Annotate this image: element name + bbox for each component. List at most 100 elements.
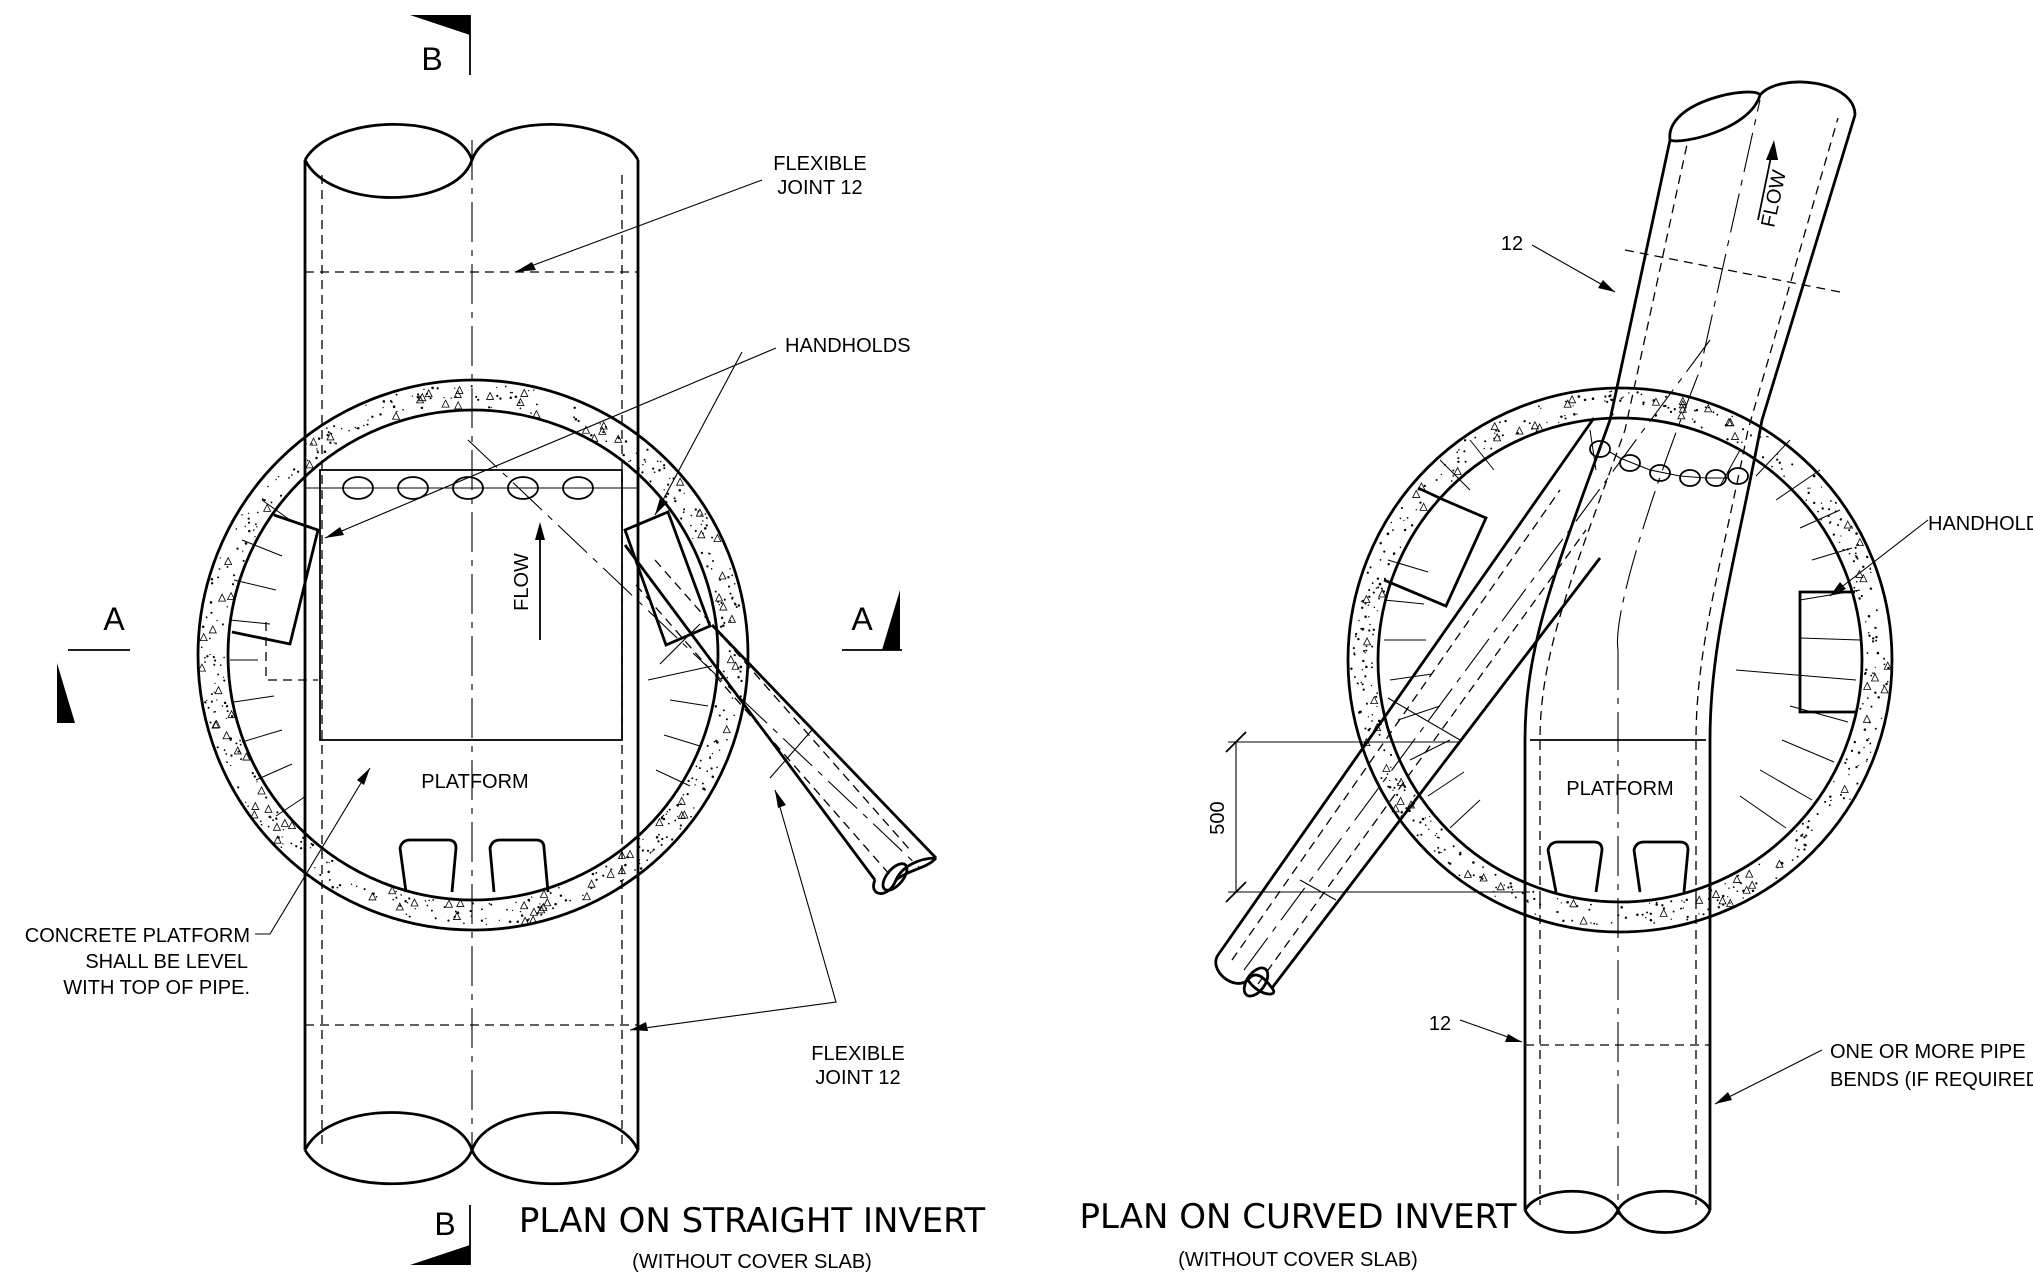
aggregate-dot xyxy=(1794,847,1797,849)
aggregate-dot xyxy=(1649,918,1653,922)
aggregate-dot xyxy=(680,802,682,805)
aggregate-dot xyxy=(1364,675,1367,678)
aggregate-dot xyxy=(235,742,238,745)
aggregate-dot xyxy=(382,406,384,409)
aggregate-dot xyxy=(1775,877,1778,879)
aggregate-dot xyxy=(1415,509,1418,511)
aggregate-dot xyxy=(1368,588,1371,592)
aggregate-dot xyxy=(1423,484,1426,488)
aggregate-dot xyxy=(706,744,709,747)
aggregate-dot xyxy=(1403,789,1406,792)
aggregate-mark xyxy=(441,399,450,408)
aggregate-dot xyxy=(1458,449,1460,451)
aggregate-dot xyxy=(1402,784,1406,787)
aggregate-dot xyxy=(267,485,269,488)
aggregate-dot xyxy=(1868,721,1871,724)
aggregate-dot xyxy=(1642,401,1645,404)
aggregate-dot xyxy=(1728,887,1730,889)
aggregate-mark xyxy=(1378,589,1387,598)
aggregate-dot xyxy=(1695,409,1699,412)
aggregate-dot xyxy=(217,576,220,579)
aggregate-mark xyxy=(1412,489,1421,498)
aggregate-dot xyxy=(729,619,732,622)
aggregate-dot xyxy=(723,621,726,624)
aggregate-dot xyxy=(718,603,721,606)
aggregate-dot xyxy=(573,416,576,419)
aggregate-dot xyxy=(1874,627,1876,629)
aggregate-dot xyxy=(281,836,283,838)
aggregate-mark xyxy=(1419,502,1428,511)
aggregate-dot xyxy=(1776,458,1779,461)
aggregate-dot xyxy=(1852,560,1855,563)
aggregate-dot xyxy=(291,474,293,476)
right-handhold-row xyxy=(1589,440,1749,487)
aggregate-dot xyxy=(1727,896,1729,898)
right-bends-note-line-2: BENDS (IF REQUIRED) xyxy=(1830,1069,2033,1091)
aggregate-dot xyxy=(537,905,540,909)
aggregate-dot xyxy=(206,655,209,658)
aggregate-dot xyxy=(642,463,644,466)
aggregate-dot xyxy=(1360,681,1362,684)
curved-invert-plan: 500 12 FLOW HANDHOLDS PLATFORM 12 ONE OR… xyxy=(1080,80,2033,1271)
aggregate-dot xyxy=(718,714,721,717)
aggregate-dot xyxy=(1533,897,1536,901)
aggregate-dot xyxy=(649,480,652,483)
aggregate-dot xyxy=(244,525,246,528)
aggregate-dot xyxy=(739,695,742,698)
aggregate-mark xyxy=(305,459,314,469)
aggregate-dot xyxy=(247,805,249,807)
aggregate-dot xyxy=(1722,894,1725,898)
aggregate-dot xyxy=(1866,697,1869,699)
aggregate-dot xyxy=(216,699,218,701)
aggregate-dot xyxy=(1834,501,1837,504)
left-flexible-joint-bottom-label-2: JOINT 12 xyxy=(815,1067,900,1089)
aggregate-mark xyxy=(680,810,689,819)
aggregate-dot xyxy=(1800,834,1803,837)
aggregate-dot xyxy=(1428,828,1430,831)
aggregate-dot xyxy=(1534,913,1536,915)
aggregate-dot xyxy=(1560,902,1563,904)
aggregate-dot xyxy=(1741,441,1743,443)
aggregate-dot xyxy=(1848,773,1850,776)
aggregate-dot xyxy=(639,867,643,870)
aggregate-mark xyxy=(250,810,259,819)
aggregate-dot xyxy=(1367,716,1370,718)
aggregate-dot xyxy=(213,663,216,666)
aggregate-dot xyxy=(624,863,627,867)
aggregate-dot xyxy=(514,395,518,399)
aggregate-mark xyxy=(1515,426,1524,435)
aggregate-dot xyxy=(1649,912,1653,916)
aggregate-mark xyxy=(1732,874,1741,883)
aggregate-dot xyxy=(699,759,702,762)
aggregate-dot xyxy=(1501,434,1504,437)
aggregate-dot xyxy=(481,908,483,911)
aggregate-dot xyxy=(1875,635,1878,639)
aggregate-dot xyxy=(1636,913,1639,916)
aggregate-dot xyxy=(316,450,318,452)
aggregate-dot xyxy=(333,425,336,428)
aggregate-dot xyxy=(1573,413,1576,416)
aggregate-dot xyxy=(395,896,398,899)
aggregate-dot xyxy=(720,616,724,620)
aggregate-mark xyxy=(587,879,596,888)
aggregate-dot xyxy=(1731,415,1733,418)
aggregate-dot xyxy=(704,788,706,791)
aggregate-dot xyxy=(1863,746,1865,749)
aggregate-dot xyxy=(226,761,228,763)
aggregate-dot xyxy=(1686,918,1689,921)
aggregate-dot xyxy=(629,459,632,462)
aggregate-dot xyxy=(511,909,514,912)
aggregate-dot xyxy=(223,676,225,678)
aggregate-dot xyxy=(1712,411,1715,414)
aggregate-dot xyxy=(1783,475,1785,478)
aggregate-dot xyxy=(272,819,275,822)
aggregate-mark xyxy=(233,746,242,755)
right-dimension-500: 500 xyxy=(1207,731,1530,903)
left-step-iron-2 xyxy=(488,838,550,893)
aggregate-dot xyxy=(1527,901,1529,904)
aggregate-dot xyxy=(1364,727,1367,730)
aggregate-dot xyxy=(209,653,211,656)
aggregate-dot xyxy=(226,565,229,568)
aggregate-dot xyxy=(1608,395,1611,398)
aggregate-dot xyxy=(210,693,213,696)
